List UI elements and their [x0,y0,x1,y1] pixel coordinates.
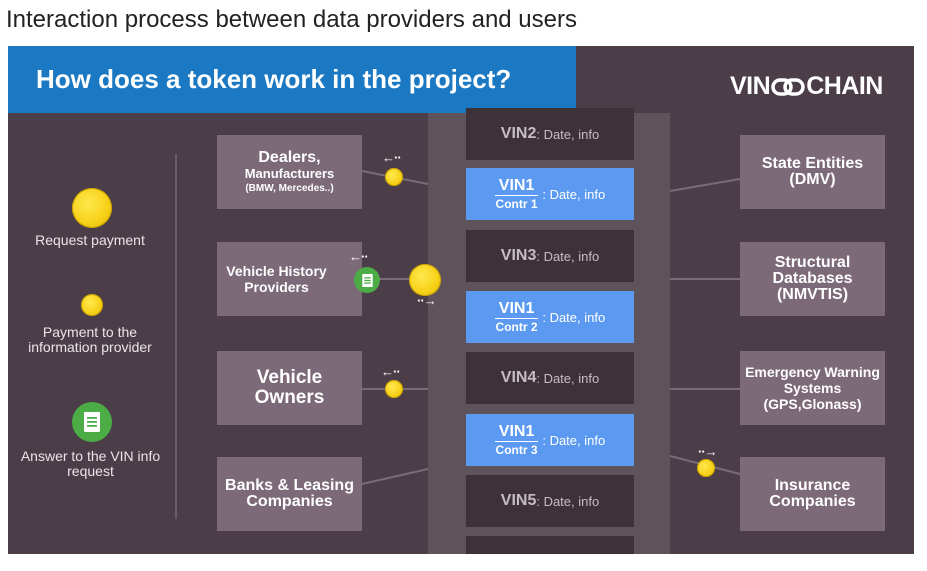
vin-block: VIN2: Date, info [466,108,634,160]
arrow-right-icon: ··→ [698,444,718,459]
figure-caption: Interaction process between data provide… [6,6,577,33]
arrow-left-icon: ←·· [382,150,402,165]
banner-title: How does a token work in the project? [8,46,576,113]
box-structural-databases: Structural Databases (NMVTIS) [740,242,885,316]
vin-info: : Date, info [542,432,606,448]
legend-label-payment: Payment to the information provider [28,324,152,355]
vin-block-partial [466,536,634,554]
vin-info: : Date, info [536,248,600,264]
box-dealers-sub: Manufacturers [244,165,335,181]
brand-text-post: CHAIN [806,72,883,100]
arrow-left-icon: ←·· [349,249,369,264]
vin-id: VIN3 [500,247,537,264]
vin-info: : Date, info [536,126,600,142]
vin-block-contract: VIN1 Contr 3 : Date, info [466,414,634,466]
box-state-title: State Entities (DMV) [761,155,864,188]
vin-block: VIN4: Date, info [466,352,634,404]
coin-icon [72,188,112,228]
legend-label-request: Request payment [35,232,145,248]
vin-contract: Contr 2 [495,319,538,334]
box-insurance-companies: Insurance Companies [740,457,885,531]
vin-contract-fraction: VIN1 Contr 2 [494,300,539,335]
vin-info: : Date, info [542,186,606,202]
vin-contract: Contr 3 [495,442,538,457]
vin-id: VIN5 [500,492,537,509]
box-emergency-warning: Emergency Warning Systems (GPS,Glonass) [740,351,885,425]
vin-info: : Date, info [536,370,600,386]
box-emergency-title: Emergency Warning Systems (GPS,Glonass) [745,364,880,412]
vin-id: VIN1 [494,300,539,319]
vin-id: VIN2 [500,125,537,142]
coin-icon [385,168,403,186]
legend-divider [175,154,177,519]
chain-link-icon [771,77,805,96]
coin-icon [697,459,715,477]
box-owners-title: Vehicle Owners [254,367,325,408]
arrow-left-icon: ←·· [381,364,401,379]
vin-id: VIN1 [494,177,539,196]
coin-icon [81,294,103,316]
coin-icon [409,264,441,296]
box-banks-title: Banks & Leasing Companies [225,477,354,510]
diagram-panel: How does a token work in the project? VI… [8,46,914,554]
box-dealers-manufacturers: Dealers, Manufacturers (BMW, Mercedes..) [217,135,362,209]
box-banks-leasing: Banks & Leasing Companies [217,457,362,531]
vin-info: : Date, info [536,493,600,509]
document-icon [72,402,112,442]
document-icon [354,267,380,293]
box-state-entities: State Entities (DMV) [740,135,885,209]
vin-block: VIN3: Date, info [466,230,634,282]
legend-label-answer: Answer to the VIN info request [20,448,161,479]
vin-block-contract: VIN1 Contr 2 : Date, info [466,291,634,343]
box-vehicle-history-providers: Vehicle History Providers [217,242,362,316]
coin-icon [385,380,403,398]
vin-id: VIN4 [500,369,537,386]
vin-id: VIN1 [494,423,539,442]
vin-info: : Date, info [542,309,606,325]
box-dealers-note: (BMW, Mercedes..) [245,182,334,194]
vin-contract-fraction: VIN1 Contr 3 [494,423,539,458]
brand-logo: VIN CHAIN [730,72,883,101]
vin-contract-fraction: VIN1 Contr 1 [494,177,539,212]
box-vehicle-owners: Vehicle Owners [217,351,362,425]
arrow-right-icon: ··→ [417,293,437,308]
brand-text-pre: VIN [730,72,771,100]
vin-block-contract: VIN1 Contr 1 : Date, info [466,168,634,220]
box-history-title: Vehicle History Providers [226,263,327,295]
box-dealers-title: Dealers, [258,148,321,166]
vin-contract: Contr 1 [495,196,538,211]
vin-block: VIN5: Date, info [466,475,634,527]
box-insurance-title: Insurance Companies [769,477,856,510]
box-structural-title: Structural Databases (NMVTIS) [772,254,853,303]
